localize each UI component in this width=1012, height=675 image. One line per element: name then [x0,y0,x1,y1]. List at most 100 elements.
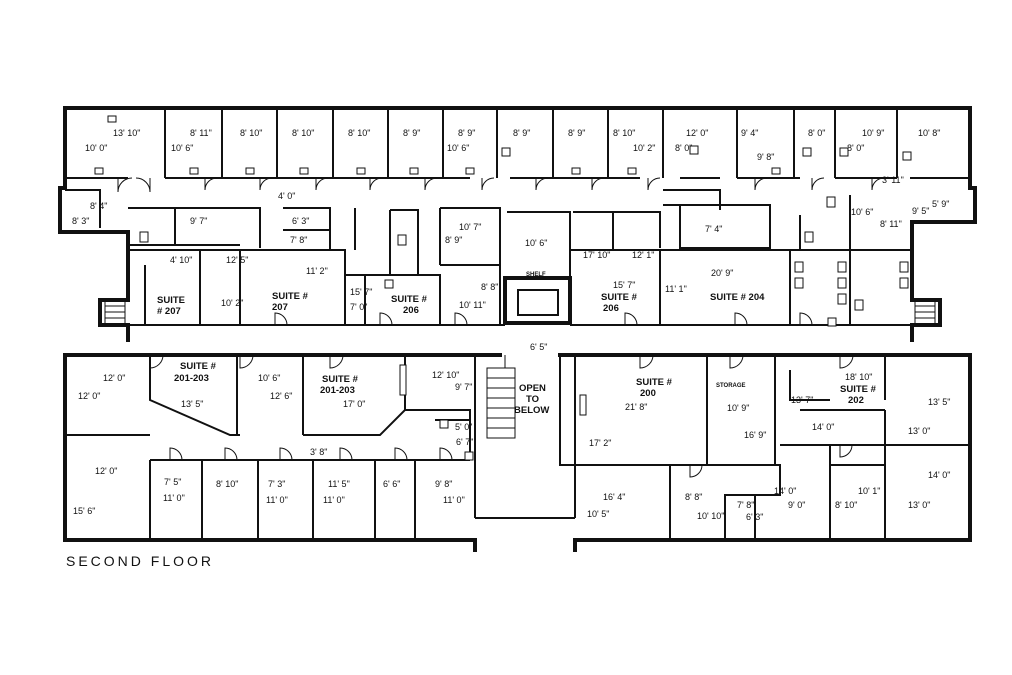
dim: 8' 8" [685,492,702,502]
dim: 17' 2" [589,438,611,448]
dim: 16' 4" [603,492,625,502]
dim: 12' 1" [632,250,654,260]
dim: 11' 0" [163,493,185,503]
label-suite-207-b: SUITE # [272,291,309,302]
dim: 11' 1" [665,284,687,294]
dim: 13' 10" [113,128,140,138]
label-suite-207-b2: 207 [272,302,288,313]
dim: 10' 2" [221,298,243,308]
plumbing-fixtures [94,115,912,461]
dim: 10' 6" [525,238,547,248]
dim: 17' 0" [343,399,365,409]
dim: 12' 0" [103,373,125,383]
label-suite-207-a2: # 207 [157,306,181,317]
dim: 9' 5" [912,206,929,216]
dim: 21' 8" [625,402,647,412]
dim: 12' 10" [432,370,459,380]
dim: 8' 0" [847,143,864,153]
dim: 9' 8" [435,479,452,489]
dim: 6' 7" [456,437,473,447]
dim: 12' 0" [78,391,100,401]
dim: 5' 0" [455,422,472,432]
dim: 17' 10" [583,250,610,260]
label-suite-201-203-a2: 201-203 [174,373,209,384]
dim: 8' 11" [880,219,902,229]
dim: 14' 0" [928,470,950,480]
door-swings [117,177,885,478]
label-open-1: OPEN [519,383,546,394]
dim: 10' 11" [459,300,486,310]
dim: 8' 9" [568,128,585,138]
label-suite-200: SUITE # [636,377,673,388]
label-suite-202-2: 202 [848,395,864,406]
dim: 10' 2" [633,143,655,153]
dim: 8' 3" [72,216,89,226]
dim: 10' 9" [862,128,884,138]
dim: 8' 10" [348,128,370,138]
dim: 6' 5" [530,342,547,352]
dim: 4' 0" [278,191,295,201]
dim: 15' 7" [350,287,372,297]
dim: 6' 6" [383,479,400,489]
dim: 4' 10" [170,255,192,265]
dim: 7' 8" [290,235,307,245]
dim: 18' 10" [845,372,872,382]
dim: 7' 8" [737,500,754,510]
dim: 13' 5" [181,399,203,409]
dim: 5' 9" [932,199,949,209]
dim: 8' 10" [835,500,857,510]
dim: 8' 10" [240,128,262,138]
dim: 13' 0" [908,500,930,510]
dim: 7' 0" [350,302,367,312]
dim: 11' 0" [266,495,288,505]
dim: 8' 4" [90,201,107,211]
label-suite-201-203-b: SUITE # [322,374,359,385]
dim: 8' 10" [613,128,635,138]
dim: 14' 0" [774,486,796,496]
dim: 13' 5" [928,397,950,407]
dim: 12' 0" [95,466,117,476]
label-suite-201-203-b2: 201-203 [320,385,355,396]
dim: 8' 9" [458,128,475,138]
dim: 7' 3" [268,479,285,489]
dim: 8' 9" [445,235,462,245]
dim: 11' 5" [328,479,350,489]
label-suite-200-2: 200 [640,388,656,399]
dim: 12' 5" [226,255,248,265]
dim: 10' 9" [727,403,749,413]
dim: 8' 11" [190,128,212,138]
dim: 16' 9" [744,430,766,440]
dim: 6' 3" [746,512,763,522]
dim: 11' 0" [443,495,465,505]
north-wing-walls [58,106,977,342]
label-storage: STORAGE [716,383,746,389]
label-shelf: SHELF [526,272,546,278]
label-open-3: BELOW [514,405,549,416]
dim: 9' 0" [788,500,805,510]
dim: 10' 6" [447,143,469,153]
dim: 8' 10" [292,128,314,138]
dim: 14' 0" [812,422,834,432]
dim: 12' 0" [686,128,708,138]
dim: 7' 5" [164,477,181,487]
dimension-labels: 13' 10" 10' 0" 8' 11" 10' 6" 8' 10" 8' 1… [72,128,950,522]
label-open-2: TO [526,394,539,405]
label-suite-206-a: SUITE # [391,294,428,305]
room-labels: SUITE # 207 SUITE # 207 SUITE # 206 SUIT… [157,272,877,416]
dim: 12' 6" [270,391,292,401]
dim: 8' 0" [675,143,692,153]
dim: 8' 8" [481,282,498,292]
label-suite-206-b2: 206 [603,303,619,314]
dim: 13' 7" [791,395,813,405]
label-suite-207-a: SUITE [157,295,185,306]
label-suite-201-203-a: SUITE # [180,361,217,372]
dim: 20' 9" [711,268,733,278]
dim: 10' 1" [858,486,880,496]
dim: 8' 9" [513,128,530,138]
dim: 15' 6" [73,506,95,516]
dim: 10' 5" [587,509,609,519]
dim: 11' 0" [323,495,345,505]
stairs [104,299,936,439]
dim: 10' 6" [258,373,280,383]
